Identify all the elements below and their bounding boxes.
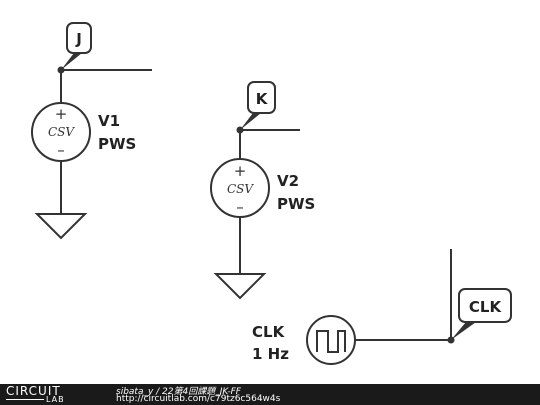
v1-type-label: PWS [98, 135, 136, 153]
logo-top-text: CIRCUIT [6, 384, 61, 398]
v2-plus-sign: + [234, 162, 247, 180]
net-tag-k-label: K [256, 90, 269, 108]
net-tag-j-label: J [75, 30, 82, 48]
v1-plus-sign: + [55, 105, 68, 123]
v1-minus-sign: – [57, 141, 65, 159]
v2-type-label: PWS [277, 195, 315, 213]
logo-bottom-text: LAB [46, 395, 65, 404]
net-tag-k-box[interactable] [247, 81, 276, 114]
square-wave-icon [316, 330, 346, 353]
circuitlab-logo[interactable]: CIRCUIT LAB [6, 384, 94, 405]
clk-source-frequency-label: 1 Hz [252, 345, 289, 363]
net-tag-clk-box[interactable] [458, 288, 512, 323]
net-tag-clk-label: CLK [469, 298, 503, 316]
ground-symbol-2 [213, 273, 267, 300]
net-clk: CLK [355, 249, 512, 344]
logo-resistor-line [6, 399, 44, 400]
v2-body-label: CSV [227, 182, 254, 196]
net-k: K [236, 81, 300, 159]
ground-symbol-1 [34, 213, 88, 240]
tag-pointer-j [61, 53, 82, 70]
voltage-source-v2[interactable]: + CSV – V2 PWS [210, 158, 315, 218]
clk-source-body [306, 315, 356, 365]
net-tag-j-box[interactable] [66, 22, 92, 54]
v1-body-label: CSV [48, 125, 75, 139]
circuit-url-link[interactable]: http://circuitlab.com/c79tz6c564w4s [116, 394, 281, 404]
author-and-title: sibata_y / 22第4回課題_JK-FF [116, 387, 241, 397]
v2-name-label: V2 [277, 172, 299, 190]
clock-source-clk[interactable]: CLK 1 Hz [252, 315, 356, 365]
footer-bar: CIRCUIT LAB sibata_y / 22第4回課題_JK-FF htt… [0, 384, 540, 405]
tag-pointer-k [240, 113, 261, 130]
voltage-source-v1[interactable]: + CSV – V1 PWS [31, 102, 136, 162]
schematic-canvas: J + CSV – V1 PWS K + CSV – V2 PWS CLK [31, 22, 512, 365]
clk-source-name-label: CLK [252, 323, 286, 341]
v1-name-label: V1 [98, 112, 120, 130]
net-j: J [57, 22, 152, 103]
tag-pointer-clk [451, 322, 476, 340]
v2-minus-sign: – [236, 198, 244, 216]
